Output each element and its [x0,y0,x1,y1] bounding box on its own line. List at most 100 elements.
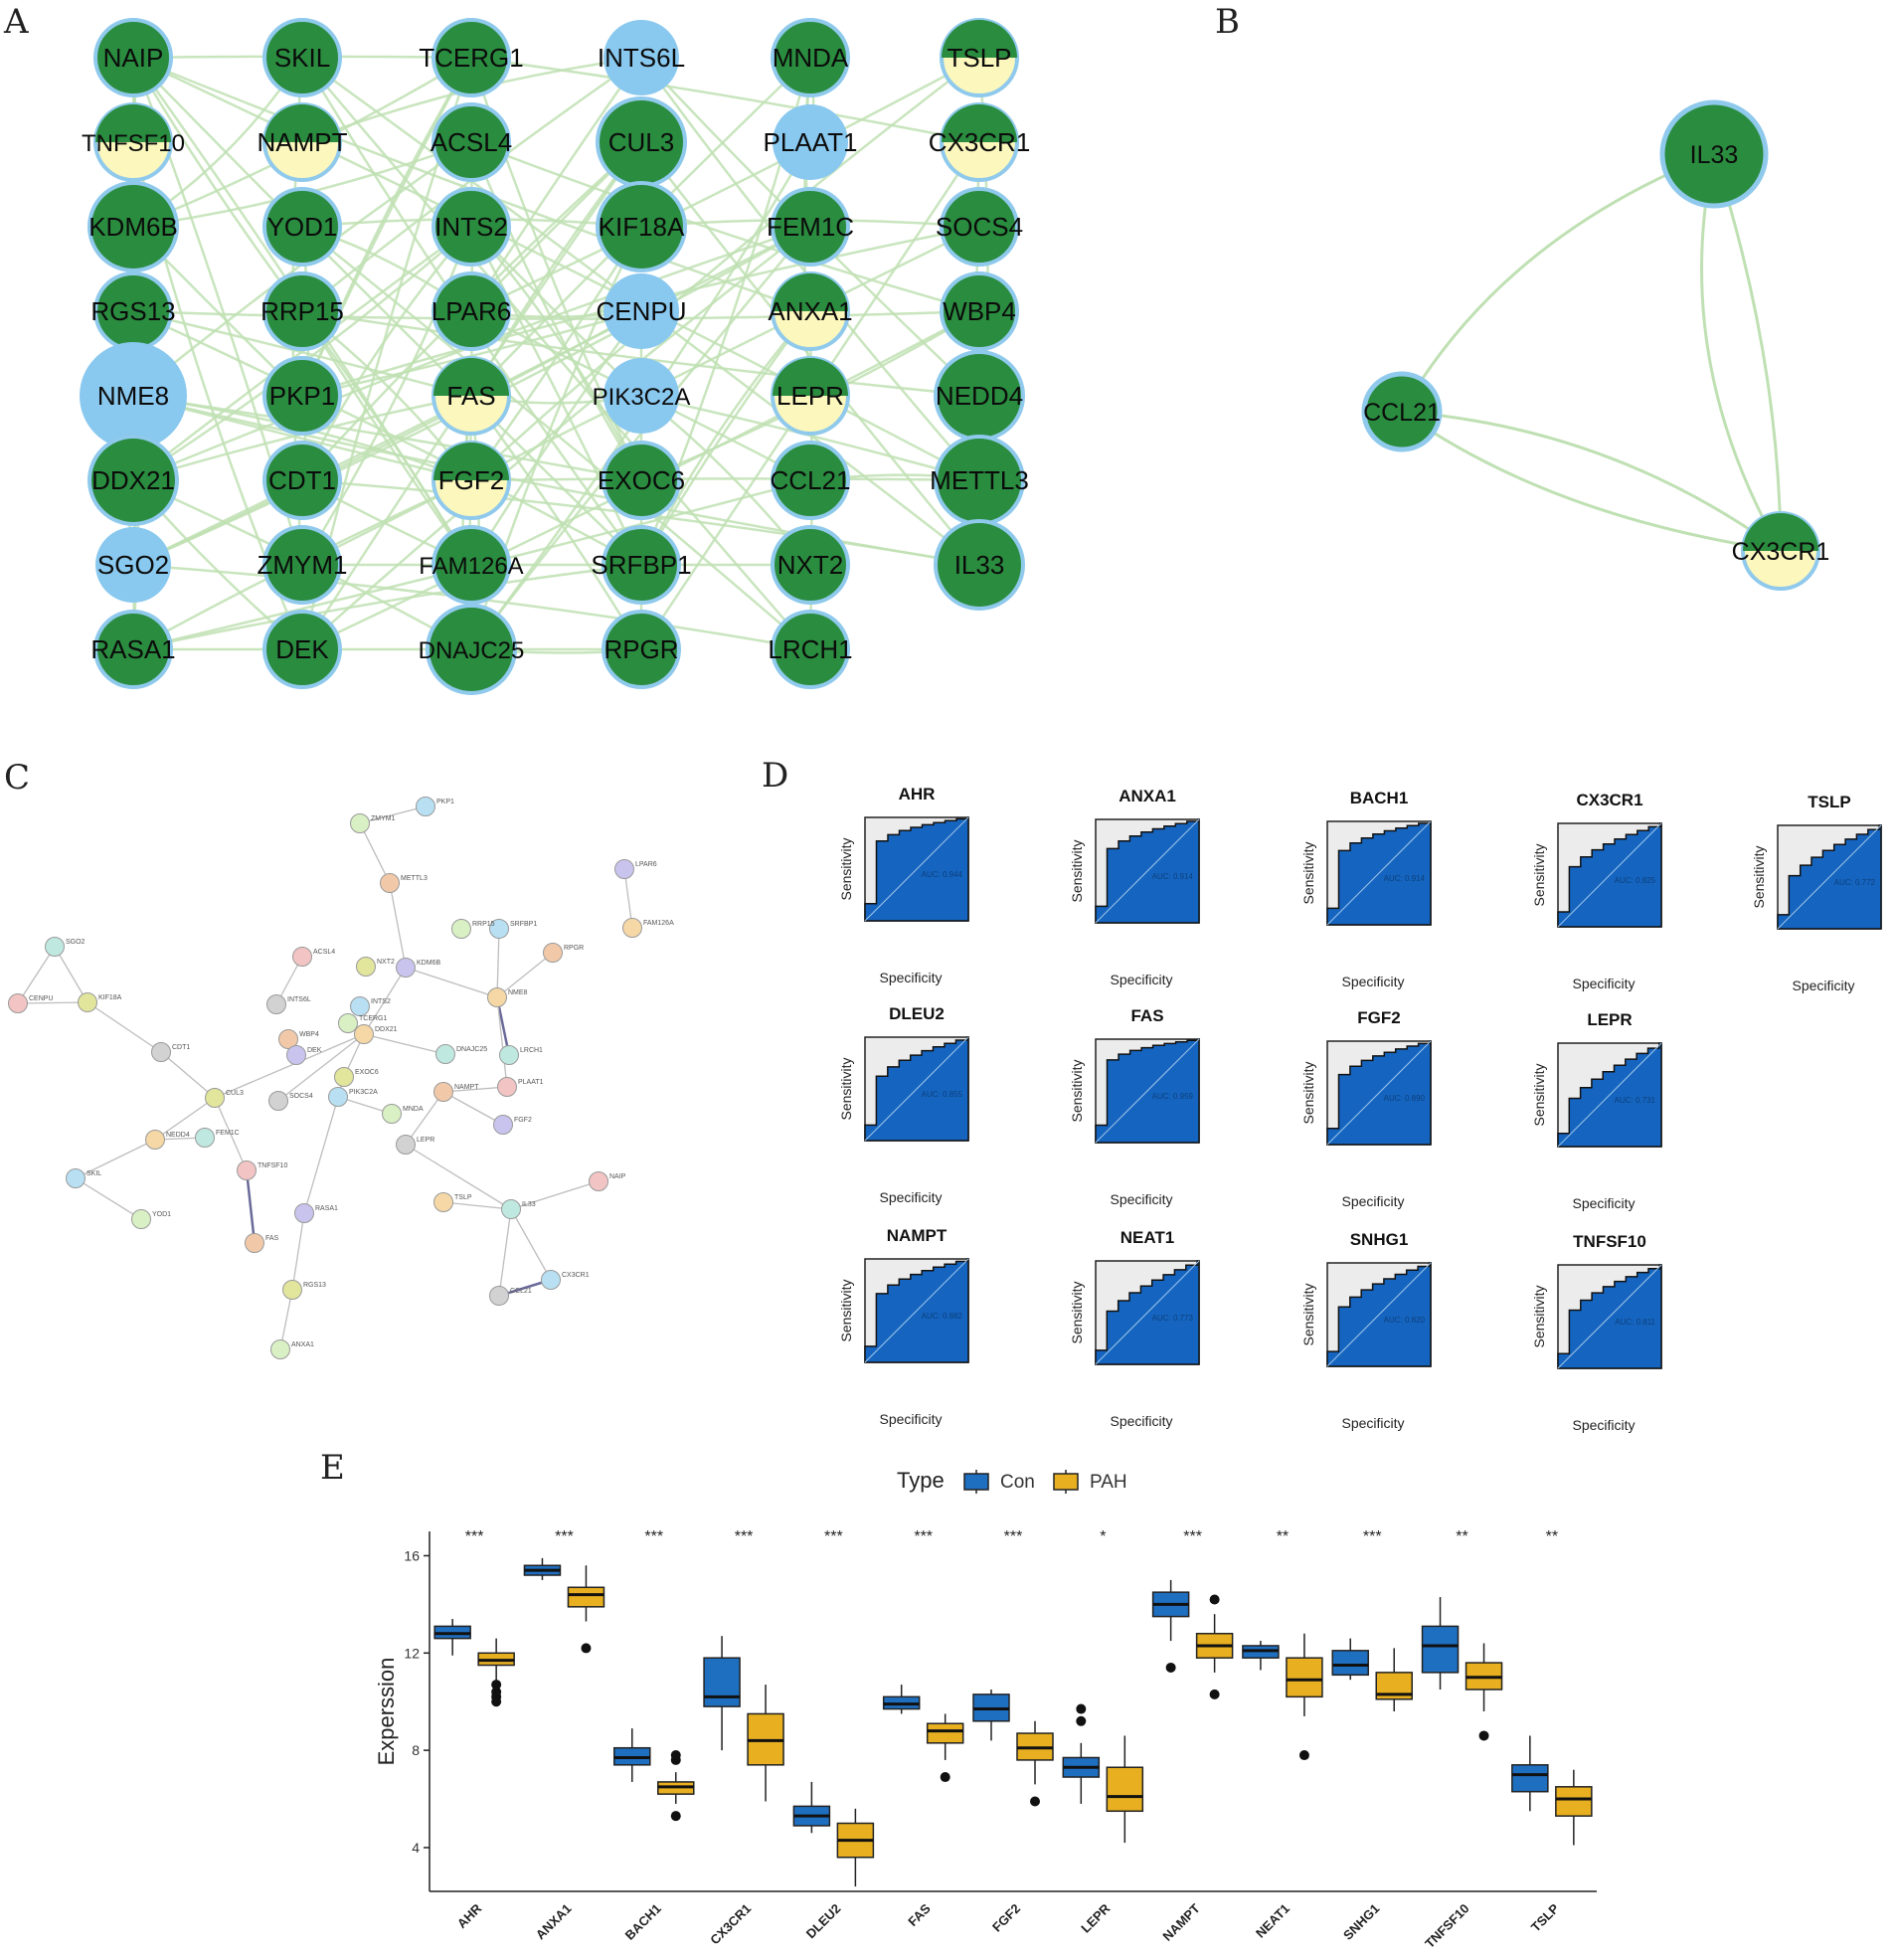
roc-auc-label: AUC: 0.959 [1152,1092,1194,1101]
node-circle [497,1077,517,1097]
network-node-dek: DEK [286,1045,322,1065]
node-circle [487,987,507,1007]
roc-xlabel: Specificity [1792,978,1854,993]
network-c-edge [154,1097,216,1141]
node-circle [435,1044,455,1064]
roc-title: TNFSF10 [1573,1232,1646,1251]
node-label: NEDD4 [166,1132,190,1139]
network-node-cdt1: CDT1 [151,1042,190,1062]
network-c-edge [214,1033,365,1099]
node-circle [934,519,1025,611]
node-circle [262,356,342,436]
network-node-dnajc25: DNAJC25 [435,1044,487,1064]
network-c-edge [359,822,391,884]
network-node-nxt2: NXT2 [356,957,395,977]
box-outlier [1076,1715,1087,1726]
roc-ylabel: Sensitivity [1531,843,1547,906]
node-label: DNAJC25 [419,637,525,664]
network-node-wbp4: WBP4 [278,1029,319,1049]
node-circle [773,104,848,180]
roc-title: CX3CR1 [1576,791,1642,809]
node-label: SRFBP1 [510,921,537,928]
roc-auc-label: AUC: 0.773 [1152,1314,1194,1323]
node-label: CCL21 [1363,399,1441,427]
network-b-edge [1401,410,1782,553]
node-label: DEK [275,634,329,664]
network-c-edge [17,1001,88,1004]
box-group-snhg1: ***SNHG1 [1331,1528,1413,1943]
node-circle [151,1042,171,1062]
network-node-yod1: YOD1 [262,187,342,267]
node-circle [262,441,342,520]
node-label: LEPR [776,381,844,411]
node-circle [396,958,416,978]
network-node-kdm6b: KDM6B [396,958,440,978]
box-body [1421,1625,1460,1674]
node-label: FAM126A [643,920,674,927]
node-label: NXT2 [377,959,395,966]
network-c-edge [54,946,88,1003]
roc-xlabel: Specificity [1110,1191,1172,1207]
network-node-cx3cr1: CX3CR1 [541,1270,590,1290]
network-node-il33: IL33 [1659,99,1769,209]
y-tick-label: 12 [404,1645,420,1661]
x-tick-label: NAMPT [1159,1900,1202,1943]
node-circle [489,1286,509,1306]
roc-ylabel: Sensitivity [1531,1285,1547,1347]
network-node-ddx21: DDX21 [354,1024,398,1044]
node-label: CUL3 [226,1090,244,1097]
network-node-cul3: CUL3 [596,96,687,188]
node-circle [541,1270,561,1290]
x-tick-label: TSLP [1528,1900,1562,1934]
node-circle [354,1024,374,1044]
node-label: CUL3 [608,127,674,157]
node-label: TSLP [947,43,1011,73]
network-node-acsl4: ACSL4 [431,102,512,182]
box-outlier [670,1811,681,1822]
node-circle [451,919,471,939]
network-node-ints6l: INTS6L [266,994,311,1014]
node-label: NAMPT [258,127,348,157]
roc-diagonal [1095,1260,1200,1365]
roc-xlabel: Specificity [1341,1415,1404,1431]
box-body [1286,1657,1323,1698]
box-body [703,1657,741,1707]
node-label: CX3CR1 [562,1272,590,1279]
network-node-fas: FAS [245,1233,279,1253]
roc-ylabel: Sensitivity [1300,1061,1316,1124]
network-a-edge [301,226,811,650]
node-label: CX3CR1 [1732,538,1830,566]
roc-title: FGF2 [1357,1008,1400,1027]
roc-ylabel: Sensitivity [1069,1281,1085,1343]
box-outlier [1209,1689,1220,1699]
network-node-rgs13: RGS13 [282,1280,326,1300]
network-c-edge [405,1144,512,1210]
node-circle [270,1339,290,1359]
box-group-neat1: **NEAT1 [1242,1528,1323,1941]
network-c-edge [291,1212,305,1291]
network-c-edge [510,1180,600,1210]
node-circle [622,918,642,938]
node-label: RASA1 [90,634,175,664]
node-circle [489,919,509,939]
network-node-pkp1: PKP1 [416,797,454,816]
network-node-exoc6: EXOC6 [334,1067,379,1087]
network-a-edge [132,309,642,567]
x-tick-label: ANXA1 [533,1901,575,1943]
roc-xlabel: Specificity [1341,1193,1404,1209]
node-circle [1659,99,1769,209]
network-node-pik3c2a: PIK3C2A [328,1087,378,1107]
significance-label: *** [1183,1528,1202,1545]
legend-title: Type [897,1468,945,1493]
network-node-ccl21: CCL21 [1361,371,1443,452]
network-node-ccl21: CCL21 [489,1286,532,1306]
node-circle [294,1203,314,1223]
node-circle [334,1067,354,1087]
